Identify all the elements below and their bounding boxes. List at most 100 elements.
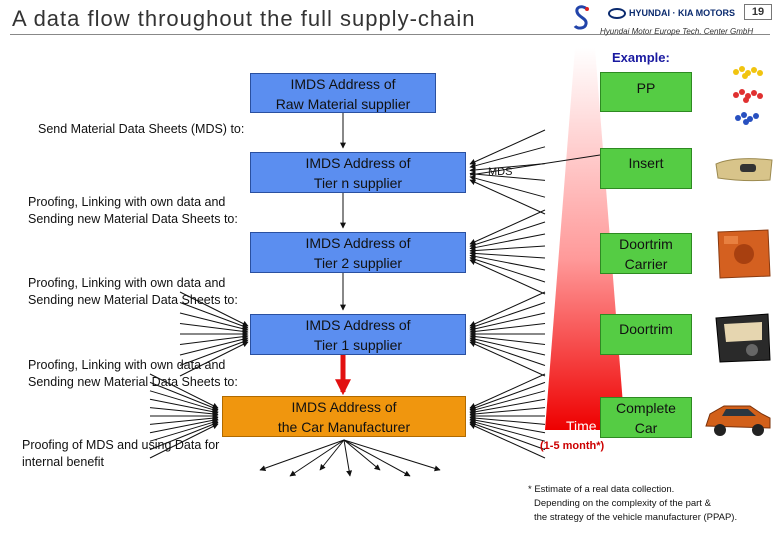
flow-box-line: Raw Material supplier [275,96,411,112]
fan-arrow [149,390,219,413]
fan-arrow [469,336,546,356]
fan-arrow [469,419,546,442]
fan-arrow [469,390,546,413]
slide-title: A data flow throughout the full supply-c… [12,6,476,31]
fan-arrow [149,381,219,411]
example-label: Example: [612,50,670,65]
fan-arrow [469,233,546,251]
fan-arrow [289,439,345,477]
part-box-insert: Insert [600,148,692,189]
fan-arrow [179,336,249,356]
flow-box-car-manufacturer: IMDS Address of the Car Manufacturer [222,396,466,437]
fan-arrow [149,373,219,409]
flow-box-tier-n: IMDS Address of Tier n supplier [250,152,466,193]
fan-arrow [343,439,441,472]
side-label-line: Proofing, Linking with own data and [28,358,226,372]
fan-arrow [469,146,546,169]
fan-arrow [469,398,546,415]
fan-arrow [469,129,546,165]
fan-arrow [179,302,249,329]
fan-arrow [469,175,546,198]
fan-arrow [149,423,219,459]
time-duration: (1-5 month*) [540,440,605,452]
fan-arrow [469,423,546,459]
fan-arrow [469,312,546,332]
fan-arrow [469,253,546,271]
side-label-line: Sending new Material Data Sheets to: [28,375,238,389]
side-label-line: Proofing, Linking with own data and [28,276,226,290]
brand-logo: HYUNDAI · KIA MOTORS [608,6,738,20]
part-box-doortrim: Doortrim [600,314,692,355]
doortrim-icon [715,313,771,363]
fan-arrow [469,417,546,434]
fan-arrow [343,439,411,477]
fan-arrow [149,419,219,442]
part-line: Insert [628,155,664,171]
flow-box-line: Tier 1 supplier [313,337,403,353]
fan-arrow [179,333,249,345]
side-label-tier-n: Proofing, Linking with own data and Send… [28,194,238,228]
fan-arrow [469,171,546,181]
part-line: Complete [616,400,676,416]
fan-arrow [179,312,249,332]
page-number: 19 [744,4,772,20]
fan-arrow [469,407,546,417]
side-label-line: Proofing of MDS and using Data for [22,438,220,452]
brand-text: HYUNDAI · KIA MOTORS [629,8,736,18]
flow-box-line: IMDS Address of [290,76,396,92]
part-line: Doortrim [619,236,673,252]
flow-box-line: Tier 2 supplier [313,255,403,271]
side-label-line: Send Material Data Sheets (MDS) to: [38,122,245,136]
side-label-oem: Proofing of MDS and using Data for inter… [22,437,219,471]
part-line: Carrier [624,256,668,272]
fan-arrow [469,302,546,330]
s-logo-icon [573,5,589,30]
fan-arrow [319,439,345,471]
part-line: Doortrim [619,321,673,337]
side-label-line: Sending new Material Data Sheets to: [28,293,238,307]
fan-arrow [469,291,546,327]
fan-arrow [149,407,219,417]
flow-box-line: IMDS Address of [305,235,411,251]
side-label-line: internal benefit [22,455,105,469]
mds-line [469,154,601,176]
flow-box-line: IMDS Address of [305,155,411,171]
flow-box-line: Tier n supplier [313,175,403,191]
flow-box-tier-2: IMDS Address of Tier 2 supplier [250,232,466,273]
fan-arrows [149,129,546,477]
flow-box-raw-material: IMDS Address of Raw Material supplier [250,73,436,113]
part-line: PP [636,80,656,96]
fan-arrow [469,256,546,283]
side-label-tier-1: Proofing, Linking with own data and Send… [28,357,238,391]
fan-arrow [469,209,546,245]
fan-arrow [469,259,546,295]
fan-arrow [469,373,546,409]
footnote-line: the strategy of the vehicle manufacturer… [534,512,738,523]
side-label-line: Sending new Material Data Sheets to: [28,212,238,226]
flow-box-line: the Car Manufacturer [277,419,411,435]
mds-label: MDS [488,166,513,178]
part-box-pp: PP [600,72,692,112]
fan-arrow [179,341,249,377]
fan-arrow [343,439,353,477]
flow-box-tier-1: IMDS Address of Tier 1 supplier [250,314,466,355]
fan-arrow [469,221,546,248]
fan-arrow [469,333,546,345]
fan-arrow [179,291,249,327]
fan-arrow [149,421,219,451]
fan-arrow [469,163,546,173]
side-label-send-mds: Send Material Data Sheets (MDS) to: [38,121,244,138]
fan-arrow [343,439,381,471]
footnote: * Estimate of a real data collection. De… [528,483,737,525]
flow-box-line: IMDS Address of [291,399,397,415]
part-box-complete-car: Complete Car [600,397,692,438]
fan-arrow [179,323,249,335]
fan-arrow [469,179,546,215]
flow-box-line: IMDS Address of [305,317,411,333]
fan-arrow [179,339,249,366]
part-line: Car [634,420,658,436]
side-label-tier-2: Proofing, Linking with own data and Send… [28,275,238,309]
fan-arrow [469,341,546,377]
hyundai-logo-icon [608,8,626,20]
fan-arrow [469,245,546,254]
